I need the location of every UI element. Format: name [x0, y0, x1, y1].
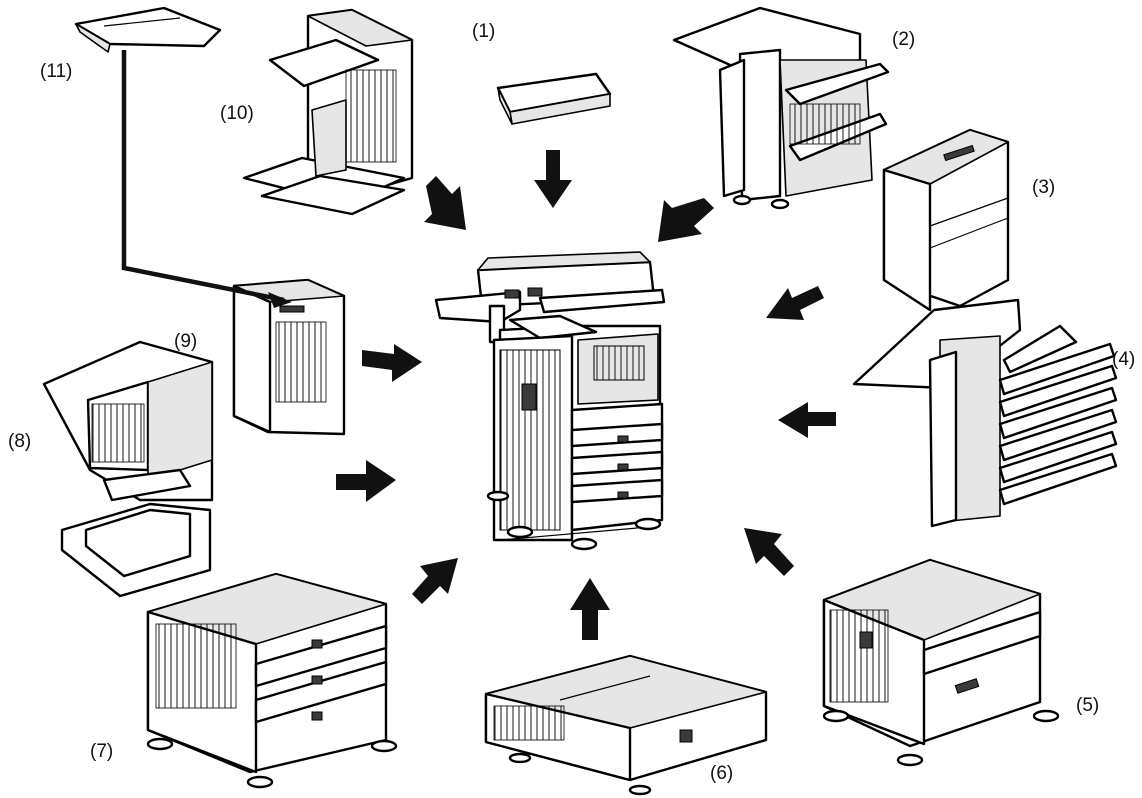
arrow-from-9 — [362, 344, 422, 382]
callout-5: (5) — [1076, 695, 1100, 716]
callout-9: (9) — [174, 331, 198, 352]
option-3-cabinet — [882, 128, 1010, 312]
callout-3: (3) — [1032, 177, 1056, 198]
callout-6: (6) — [710, 763, 734, 784]
arrow-from-10 — [424, 176, 466, 230]
arrow-from-3 — [766, 286, 824, 320]
arrow-from-8 — [336, 460, 396, 502]
option-6-paper-deck — [484, 654, 768, 796]
arrow-from-5 — [744, 528, 794, 576]
sorter-bins — [998, 342, 1118, 506]
arrow-from-6 — [570, 578, 610, 640]
callout-4: (4) — [1112, 349, 1136, 370]
option-8-finisher — [42, 340, 214, 598]
option-4-mailbox — [852, 298, 1118, 528]
option-2-finisher — [672, 6, 890, 210]
pointer-arrows — [336, 150, 836, 640]
arrow-from-2 — [658, 198, 714, 242]
arrow-from-1 — [534, 150, 572, 208]
callout-8: (8) — [8, 431, 32, 452]
guide-line-11-to-9 — [121, 50, 292, 308]
option-9-duplex-module — [232, 278, 346, 436]
callout-7: (7) — [90, 741, 114, 762]
option-5-large-tray — [822, 558, 1060, 767]
callout-2: (2) — [892, 29, 916, 50]
callout-10: (10) — [220, 103, 254, 124]
option-11-exit-tray — [74, 6, 222, 53]
option-7-stand-deck — [146, 572, 398, 789]
arrow-from-4 — [778, 402, 836, 438]
callout-1: (1) — [472, 21, 496, 42]
callout-11: (11) — [40, 61, 73, 82]
option-10-duplex-bypass — [242, 8, 414, 216]
main-copier — [434, 251, 666, 551]
option-1-tray — [496, 72, 612, 125]
control-grill — [593, 345, 645, 381]
arrow-from-7 — [412, 558, 458, 604]
